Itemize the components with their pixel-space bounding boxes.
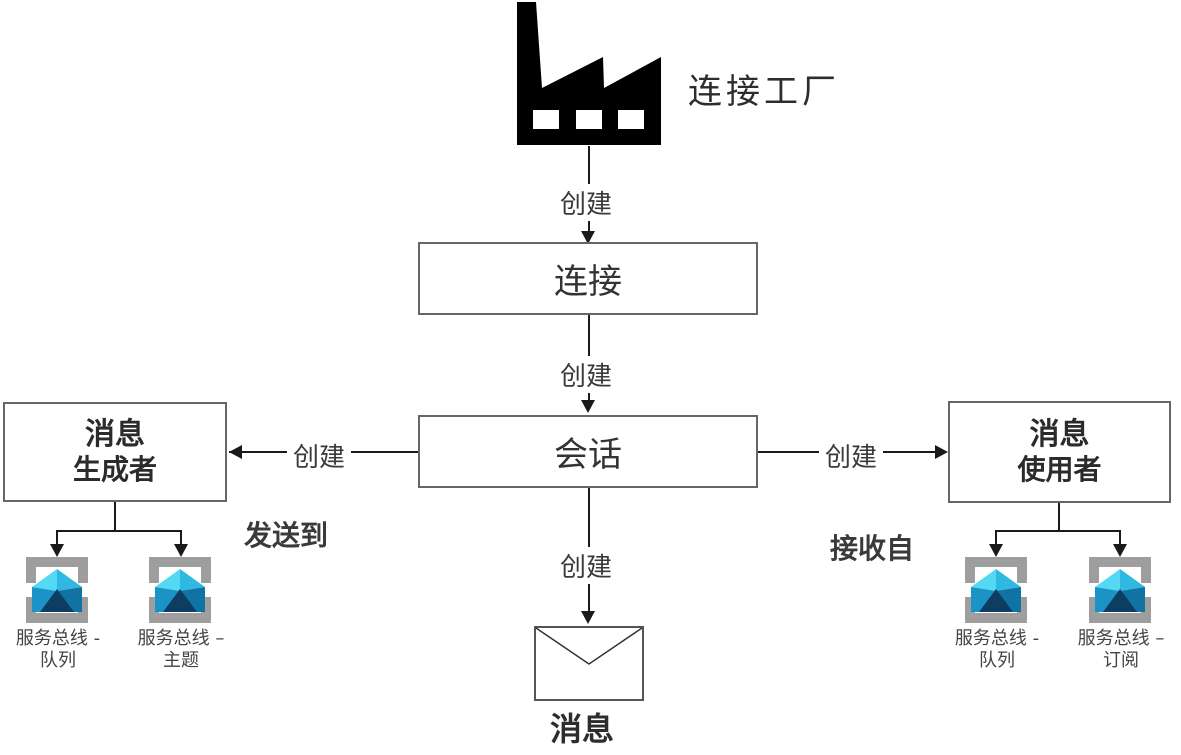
session-box-label: 会话: [554, 435, 622, 475]
service-bus-queue-right-line1: 服务总线 -: [954, 628, 1040, 649]
receive-from-label: 接收自: [830, 532, 915, 565]
producer-label-line1: 消息: [85, 417, 145, 452]
producer-label-line2: 生成者: [72, 453, 157, 486]
arrowhead-down-icon: [174, 544, 188, 557]
create-label-top: 创建: [553, 184, 619, 221]
producer-split-right-drop: [180, 530, 182, 546]
service-bus-topic-line2: 主题: [163, 650, 199, 671]
service-bus-queue-right-line2: 队列: [979, 650, 1015, 671]
create-label-bottom: 创建: [553, 547, 619, 584]
factory-icon: [517, 2, 661, 145]
service-bus-subscription-label: 服务总线 – 订阅: [1046, 628, 1181, 672]
producer-box: 消息 生成者: [3, 402, 227, 502]
service-bus-queue-left-label: 服务总线 - 队列: [0, 628, 133, 672]
arrowhead-down-icon: [1113, 544, 1127, 557]
create-label-left: 创建: [286, 437, 352, 474]
envelope-icon: [534, 626, 644, 701]
service-bus-queue-right-icon: [965, 557, 1027, 623]
service-bus-topic-label: 服务总线 – 主题: [106, 628, 256, 672]
create-label-right: 创建: [818, 437, 884, 474]
consumer-split-left-drop: [995, 530, 997, 546]
consumer-split-stem: [1058, 503, 1060, 530]
connection-box-label: 连接: [554, 262, 622, 302]
consumer-box: 消息 使用者: [948, 401, 1171, 503]
service-bus-queue-left-line2: 队列: [40, 650, 76, 671]
arrowhead-right-icon: [935, 445, 948, 459]
send-to-label: 发送到: [244, 519, 329, 552]
service-bus-queue-right-label: 服务总线 - 队列: [922, 628, 1072, 672]
create-label-mid: 创建: [553, 356, 619, 393]
arrowhead-down-icon: [581, 400, 595, 413]
producer-split-left-drop: [56, 530, 58, 546]
arrowhead-down-icon: [581, 231, 595, 244]
service-bus-topic-icon: [149, 557, 211, 623]
arrowhead-left-icon: [229, 445, 242, 459]
producer-split-bar: [57, 530, 181, 532]
consumer-split-bar: [996, 530, 1120, 532]
connection-box: 连接: [418, 242, 758, 315]
consumer-label-line1: 消息: [1029, 417, 1090, 452]
arrowhead-down-icon: [50, 544, 64, 557]
service-bus-subscription-icon: [1089, 557, 1151, 623]
session-box: 会话: [418, 415, 758, 488]
arrowhead-down-icon: [989, 544, 1003, 557]
service-bus-subscription-line2: 订阅: [1103, 650, 1139, 671]
factory-label: 连接工厂: [688, 72, 840, 112]
consumer-label-line2: 使用者: [1017, 453, 1102, 486]
message-label: 消息: [549, 710, 615, 748]
service-bus-queue-left-line1: 服务总线 -: [15, 628, 101, 649]
producer-split-stem: [114, 502, 116, 530]
service-bus-queue-left-icon: [26, 557, 88, 623]
service-bus-subscription-line1: 服务总线 –: [1077, 628, 1165, 649]
service-bus-topic-line1: 服务总线 –: [137, 628, 225, 649]
consumer-split-right-drop: [1119, 530, 1121, 546]
arrowhead-down-icon: [581, 611, 595, 624]
